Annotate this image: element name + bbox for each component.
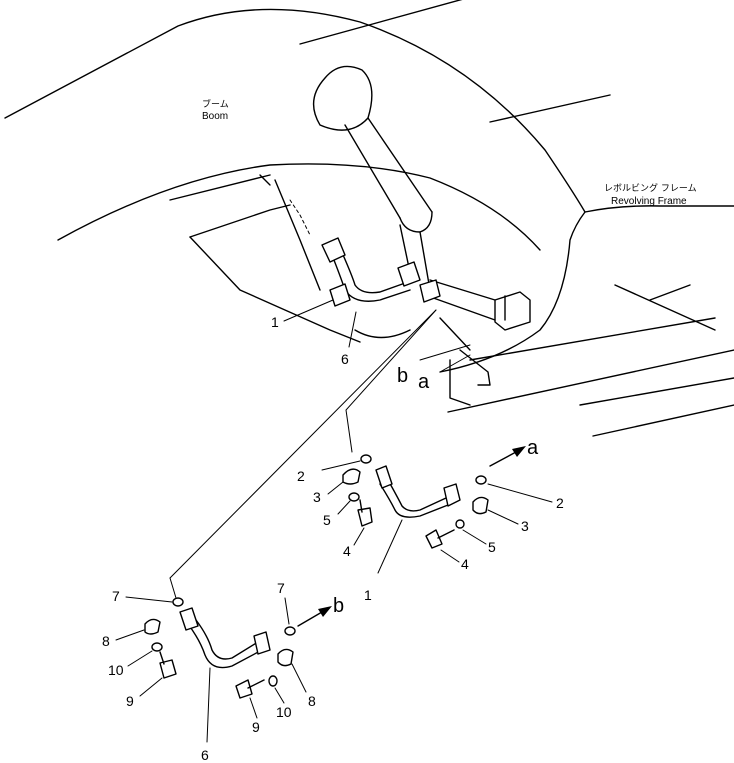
top-callouts: 1 6 b a	[271, 299, 430, 393]
callout-2-right: 2	[556, 495, 564, 511]
bolt-4-left	[357, 507, 373, 527]
split-flange-3-right	[472, 496, 489, 515]
washer-5-left	[348, 492, 360, 502]
split-flange-8-right	[277, 648, 294, 667]
hose-6-fitting-right	[253, 631, 271, 655]
callout-3-left: 3	[313, 489, 321, 505]
washer-10-right	[268, 675, 278, 687]
bolt-9-right	[235, 679, 253, 699]
o-ring-2-left	[360, 454, 372, 464]
washer-10-left	[151, 642, 163, 652]
callout-2-left: 2	[297, 468, 305, 484]
callout-10-left: 10	[108, 662, 124, 678]
hose-6-fitting-left	[179, 607, 199, 631]
o-ring-7-left	[172, 597, 184, 607]
callout-7-left: 7	[112, 588, 120, 604]
callout-7-right: 7	[277, 580, 285, 596]
o-ring-7-right	[284, 626, 296, 636]
arrow-label-b: b	[333, 595, 344, 617]
arrow-label-b-top: b	[397, 365, 408, 387]
callout-1-top: 1	[271, 314, 279, 330]
split-flange-3-left	[342, 468, 361, 485]
callout-10-right: 10	[276, 704, 292, 720]
revolving-frame-label: Revolving Frame	[611, 196, 687, 207]
callout-8-right: 8	[308, 693, 316, 709]
callout-5-left: 5	[323, 512, 331, 528]
callout-6-bottom: 6	[201, 747, 209, 763]
callout-1-bottom: 1	[364, 587, 372, 603]
washer-5-right	[455, 519, 465, 529]
hose-1-fitting-right	[443, 483, 461, 507]
callout-9-left: 9	[126, 693, 134, 709]
callout-6-top: 6	[341, 351, 349, 367]
callout-4-left: 4	[343, 543, 351, 559]
boom-label: Boom	[202, 111, 228, 122]
revolving-frame-label-jp: レボルビング フレーム	[604, 182, 697, 194]
installed-hose	[321, 237, 441, 307]
arrow-label-a-top: a	[418, 371, 430, 393]
callout-3-right: 3	[521, 518, 529, 534]
bolt-4-right	[425, 529, 443, 549]
arrow-label-a: a	[527, 437, 539, 459]
region-labels: ブーム Boom レボルビング フレーム Revolving Frame	[202, 98, 697, 207]
callout-4-right: 4	[461, 556, 469, 572]
hose-6-assembly: 7 8 10 9 6 7 b 8 10	[102, 580, 344, 763]
callout-9-right: 9	[252, 719, 260, 735]
split-flange-8-left	[144, 618, 161, 635]
machine-outline	[4, 0, 734, 437]
hose-1-fitting-left	[375, 465, 393, 489]
bolt-9-left	[159, 659, 177, 679]
callout-5-right: 5	[488, 539, 496, 555]
boom-label-jp: ブーム	[202, 98, 229, 110]
o-ring-2-right	[475, 475, 487, 485]
callout-8-left: 8	[102, 633, 110, 649]
hose-1-assembly: 2 3 5 4 1 2 a 3 5	[297, 437, 564, 603]
leader-lines	[169, 309, 471, 599]
